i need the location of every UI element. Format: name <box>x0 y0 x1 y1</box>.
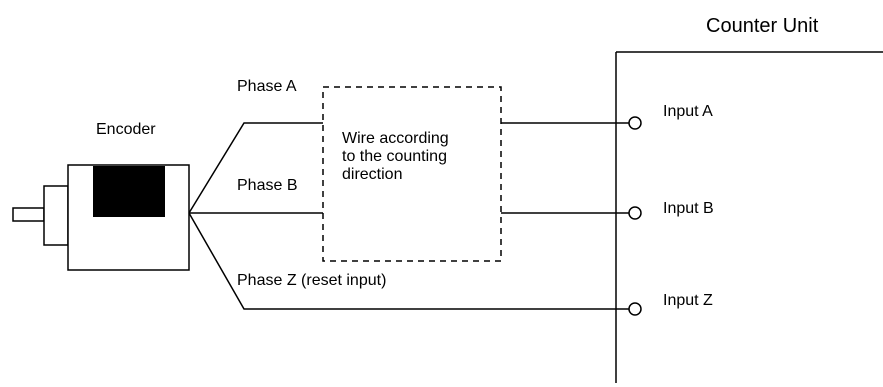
phase-a-wire <box>188 122 323 214</box>
input-b-terminal <box>628 206 642 220</box>
wiring-box-line-3: direction <box>342 166 403 183</box>
counter-unit-title: Counter Unit <box>706 15 819 37</box>
wiring-box <box>322 86 502 262</box>
input-z-label: Input Z <box>663 292 713 309</box>
wiring-box-line-2: to the counting <box>342 148 447 165</box>
encoder-flange <box>43 185 69 246</box>
input-terminals <box>628 116 642 316</box>
input-a-label: Input A <box>663 103 713 120</box>
encoder-window <box>93 166 165 217</box>
phase-b-label: Phase B <box>237 177 298 194</box>
encoder-shaft <box>12 207 45 222</box>
phase-z-wire <box>188 212 629 310</box>
encoder <box>12 164 190 271</box>
signal-wires <box>188 122 629 310</box>
wiring-box-text: Wire according to the counting direction <box>342 130 449 184</box>
phase-z-label: Phase Z (reset input) <box>237 272 387 289</box>
encoder-label: Encoder <box>96 121 156 138</box>
input-z-terminal <box>628 302 642 316</box>
wiring-box-line-1: Wire according <box>342 130 449 147</box>
input-a-terminal <box>628 116 642 130</box>
phase-a-label: Phase A <box>237 78 297 95</box>
input-b-label: Input B <box>663 200 714 217</box>
counter-unit <box>615 51 883 383</box>
